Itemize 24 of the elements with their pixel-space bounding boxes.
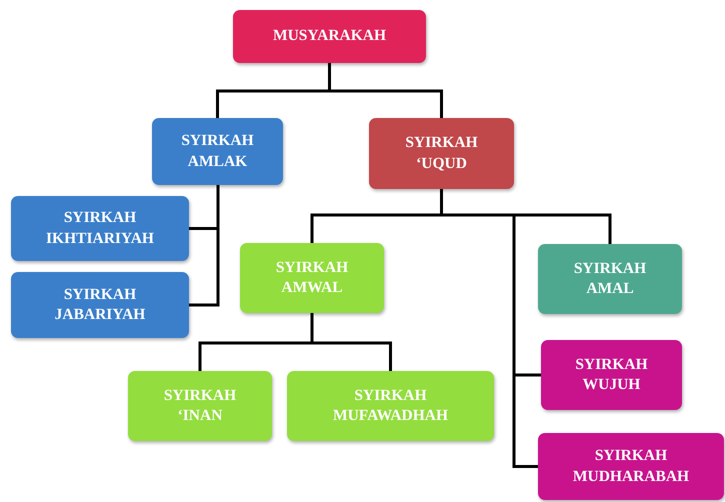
category-box <box>128 371 272 441</box>
category-box <box>538 433 724 500</box>
category-box <box>541 340 682 410</box>
category-box <box>11 196 189 261</box>
node-label: SYIRKAH WUJUH <box>574 354 649 395</box>
node-label: SYIRKAH AMWAL <box>274 258 350 298</box>
category-box <box>233 10 426 63</box>
node-label: SYIRKAH ‘INAN <box>162 386 238 426</box>
category-box <box>538 244 682 314</box>
node-label: MUSYARAKAH <box>272 26 386 46</box>
node-label: SYIRKAH IKHTIARIYAH <box>45 208 155 248</box>
connector-line <box>310 313 392 371</box>
category-box <box>152 118 283 185</box>
node-label: SYIRKAH ‘UQUD <box>404 133 479 174</box>
category-box <box>287 371 494 441</box>
category-box <box>11 272 189 338</box>
node-label: SYIRKAH MUFAWADHAH <box>332 386 450 426</box>
category-box <box>369 118 514 189</box>
category-box <box>240 243 384 313</box>
node-label: SYIRKAH AMAL <box>572 258 648 299</box>
node-label: SYIRKAH MUDHARABAH <box>572 446 690 486</box>
node-label: SYIRKAH AMLAK <box>180 131 255 172</box>
connector-line <box>440 189 538 468</box>
node-label: SYIRKAH JABARIYAH <box>54 284 146 325</box>
